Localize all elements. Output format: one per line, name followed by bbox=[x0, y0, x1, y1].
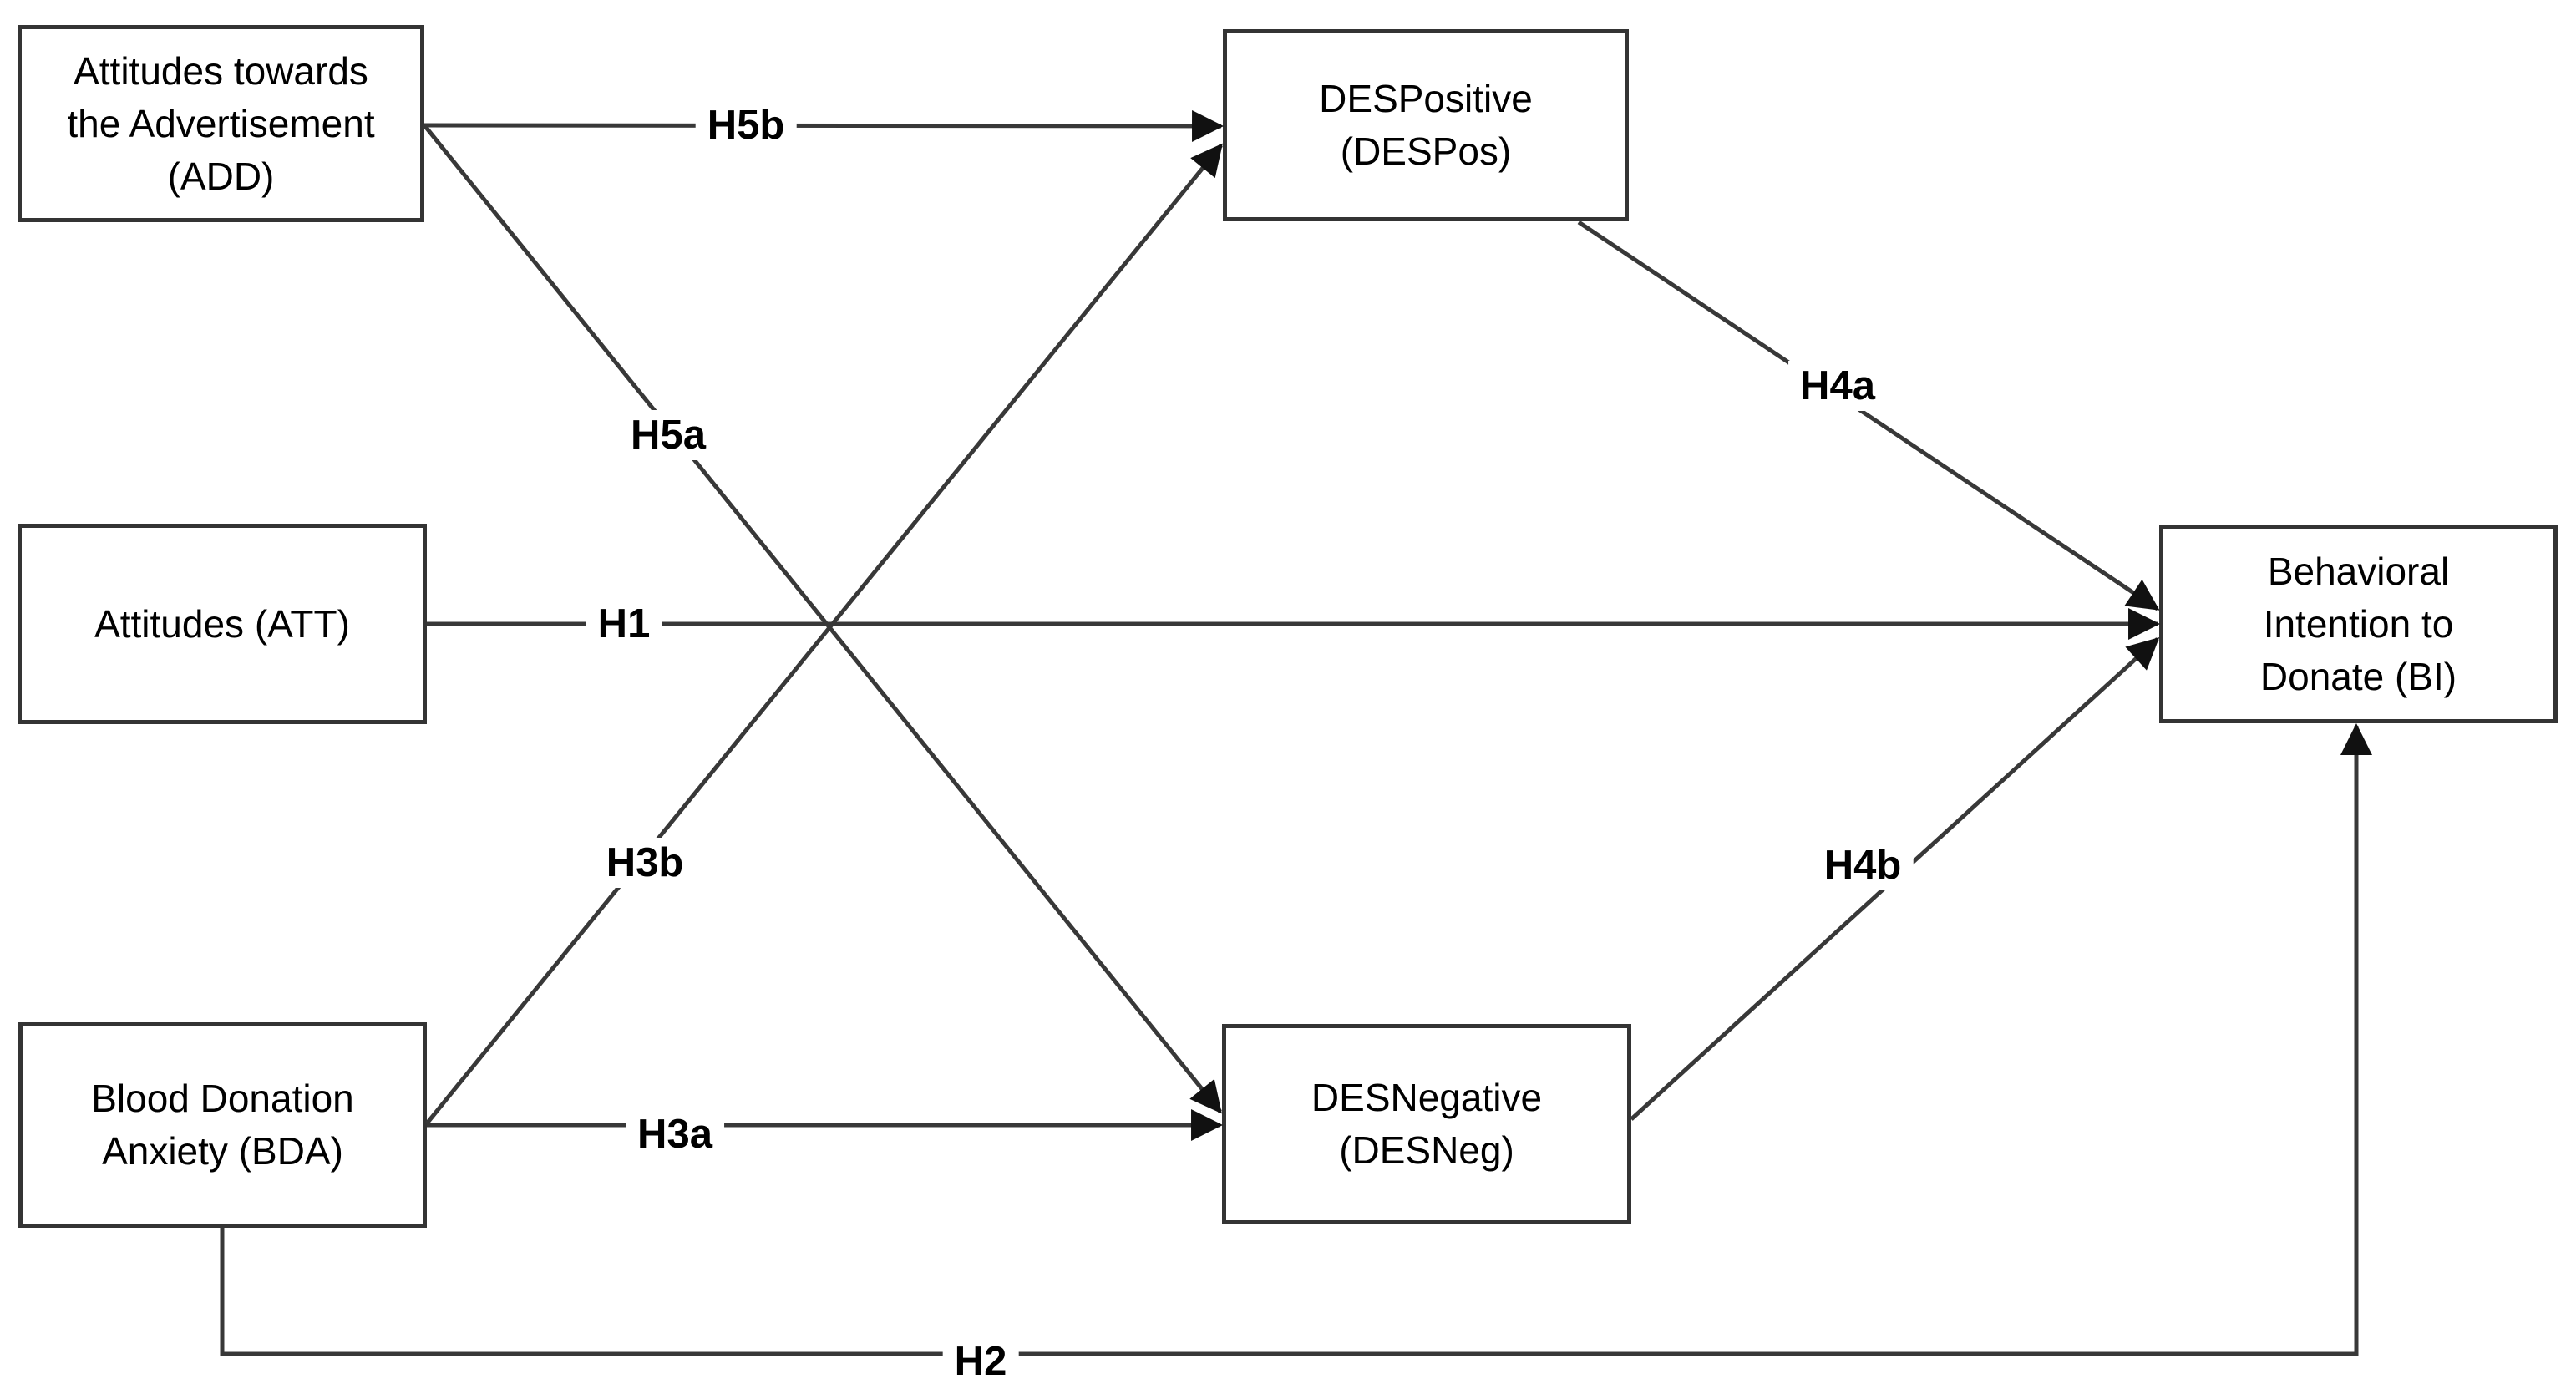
edge-label-h3a: H3a bbox=[626, 1109, 724, 1159]
edge-label-h1: H1 bbox=[586, 599, 662, 649]
node-label: DESPositive (DESPos) bbox=[1227, 73, 1625, 178]
node-label-line: Behavioral bbox=[2267, 549, 2450, 593]
edge-label-h4b: H4b bbox=[1812, 840, 1914, 890]
node-label-line: Donate (BI) bbox=[2259, 654, 2457, 698]
node-attitudes-towards-advertisement: Attitudes towards the Advertisement (ADD… bbox=[18, 25, 424, 222]
node-label-line: Intention to bbox=[2263, 601, 2454, 646]
node-label: Attitudes towards the Advertisement (ADD… bbox=[22, 45, 420, 203]
node-label-line: (DESNeg) bbox=[1339, 1128, 1514, 1172]
edge-label-h2: H2 bbox=[942, 1336, 1019, 1386]
node-label-line: the Advertisement bbox=[67, 101, 375, 145]
node-label-line: Anxiety (BDA) bbox=[102, 1129, 343, 1173]
node-blood-donation-anxiety: Blood Donation Anxiety (BDA) bbox=[18, 1022, 427, 1228]
node-des-negative: DESNegative (DESNeg) bbox=[1222, 1024, 1631, 1224]
node-label: Attitudes (ATT) bbox=[22, 598, 423, 651]
edge-label-h3b: H3b bbox=[594, 838, 696, 888]
edge-h5a-arrow bbox=[423, 124, 1222, 1114]
node-label-line: Attitudes towards bbox=[74, 48, 368, 93]
node-attitudes: Attitudes (ATT) bbox=[18, 524, 427, 724]
node-des-positive: DESPositive (DESPos) bbox=[1223, 29, 1629, 221]
node-behavioral-intention-to-donate: Behavioral Intention to Donate (BI) bbox=[2159, 525, 2558, 723]
node-label-line: DESNegative bbox=[1311, 1076, 1543, 1119]
node-label: DESNegative (DESNeg) bbox=[1226, 1072, 1627, 1177]
node-label-line: Attitudes (ATT) bbox=[94, 601, 350, 646]
node-label-line: DESPositive bbox=[1319, 77, 1533, 120]
edge-label-h4a: H4a bbox=[1788, 361, 1887, 411]
node-label-line: (DESPos) bbox=[1340, 129, 1512, 173]
edge-h3b-arrow bbox=[425, 143, 1223, 1125]
edge-h4a-arrow bbox=[1577, 220, 2160, 611]
node-label: Blood Donation Anxiety (BDA) bbox=[23, 1072, 423, 1178]
edge-label-h5a: H5a bbox=[619, 410, 718, 460]
node-label-line: (ADD) bbox=[167, 154, 275, 198]
node-label-line: Blood Donation bbox=[91, 1077, 354, 1120]
edge-h5b-arrow bbox=[423, 109, 1225, 142]
node-label: Behavioral Intention to Donate (BI) bbox=[2163, 545, 2553, 703]
edge-label-h5b: H5b bbox=[695, 100, 797, 150]
